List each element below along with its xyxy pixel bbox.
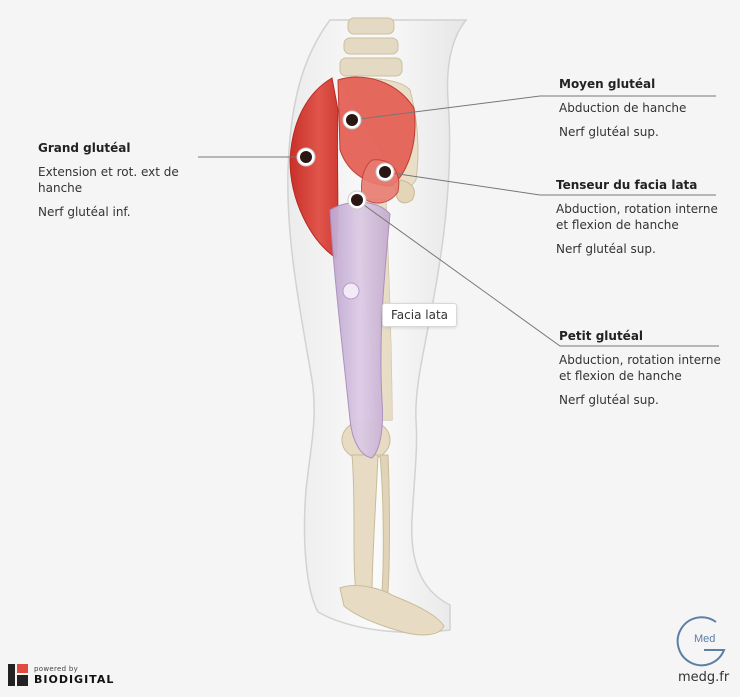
label-nerve: Nerf glutéal sup.	[559, 125, 659, 139]
label-nerve: Nerf glutéal inf.	[38, 205, 131, 219]
marker-grand-gluteal[interactable]	[296, 147, 316, 167]
leader-tenseur	[384, 171, 716, 196]
marker-moyen-gluteal[interactable]	[342, 110, 362, 130]
site-url[interactable]: medg.fr	[678, 670, 730, 685]
label-petit-gluteal: Petit glutéal Abduction, rotation intern…	[559, 328, 724, 408]
biodigital-logo-icon	[8, 664, 28, 686]
gluteus-maximus-muscle	[289, 77, 339, 259]
label-title: Petit glutéal	[559, 329, 644, 343]
fibula-bone	[379, 454, 390, 593]
facia-lata-tooltip: Facia lata	[382, 303, 457, 327]
leader-moyen	[351, 95, 716, 121]
biodigital-branding[interactable]: powered by BIODIGITAL	[8, 664, 114, 686]
foot-bones	[339, 585, 445, 636]
label-tenseur-facia-lata: Tenseur du facia lata Abduction, rotatio…	[556, 177, 731, 257]
label-action: Extension et rot. ext de hanche	[38, 165, 179, 195]
leader-petit	[356, 199, 719, 347]
ischium-bone	[395, 179, 415, 204]
medg-logo-text: Med	[694, 633, 715, 645]
biodigital-text: BIODIGITAL	[34, 672, 115, 686]
marker-tenseur[interactable]	[375, 162, 395, 182]
label-nerve: Nerf glutéal sup.	[556, 242, 656, 256]
muscle-markers	[296, 110, 395, 300]
marker-petit-gluteal[interactable]	[347, 190, 367, 210]
leader-lines	[198, 95, 719, 347]
label-title: Tenseur du facia lata	[556, 178, 698, 192]
label-nerve: Nerf glutéal sup.	[559, 393, 659, 407]
medg-logo-icon: Med	[676, 616, 726, 667]
gluteus-medius-muscle	[337, 76, 416, 187]
label-title: Grand glutéal	[38, 141, 131, 155]
label-action: Abduction, rotation interne et flexion d…	[559, 353, 721, 383]
powered-by-text: powered by	[34, 664, 79, 673]
spine-vertebrae	[339, 17, 403, 77]
fascia-lata	[329, 201, 391, 459]
label-grand-gluteal: Grand glutéal Extension et rot. ext de h…	[38, 140, 198, 220]
marker-facia-lata[interactable]	[342, 282, 360, 300]
label-action: Abduction de hanche	[559, 101, 687, 115]
label-action: Abduction, rotation interne et flexion d…	[556, 202, 718, 232]
label-moyen-gluteal: Moyen glutéal Abduction de hanche Nerf g…	[559, 76, 729, 140]
label-title: Moyen glutéal	[559, 77, 656, 91]
